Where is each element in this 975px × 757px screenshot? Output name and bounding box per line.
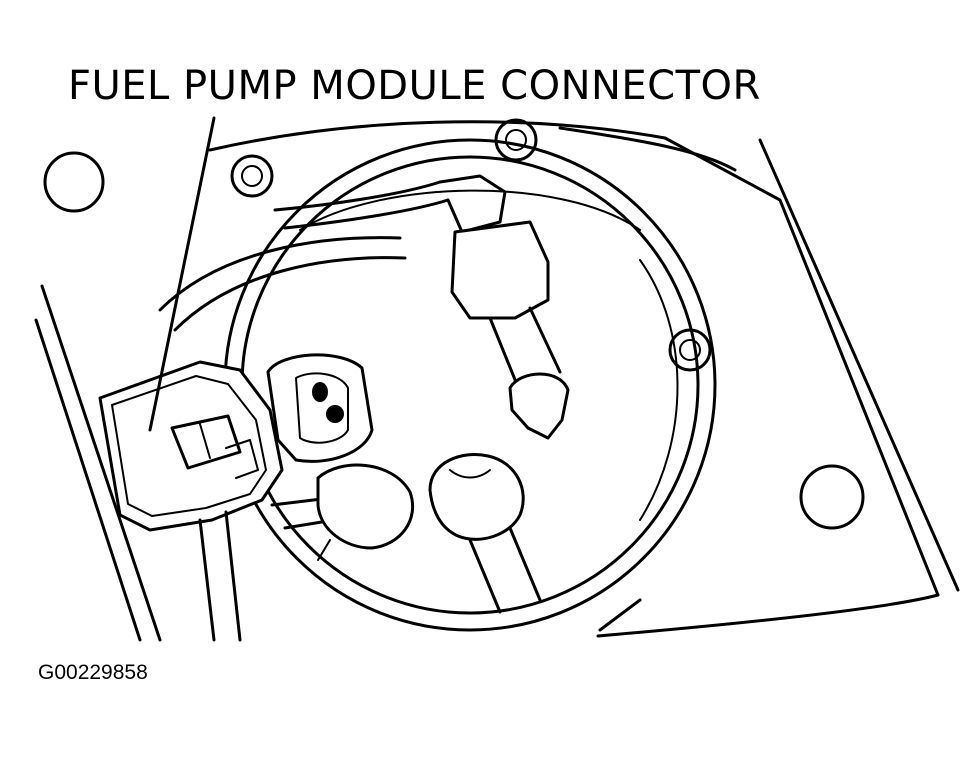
wiring-harness xyxy=(158,236,407,332)
lower-tube-right xyxy=(428,453,542,614)
lower-tube-left xyxy=(270,463,415,561)
flange-bolt-top xyxy=(494,118,538,162)
fuel-hose xyxy=(273,174,570,440)
mounting-hole-right xyxy=(799,464,865,530)
module-socket xyxy=(266,353,374,463)
body-panel xyxy=(34,120,960,642)
callout-label: FUEL PUMP MODULE CONNECTOR xyxy=(68,63,761,109)
callout-leader-line xyxy=(148,116,216,432)
flange-bolt-top-left xyxy=(230,154,274,198)
flange-bolt-right xyxy=(668,328,712,372)
fuel-pump-module-connector xyxy=(98,360,284,642)
mounting-hole-left xyxy=(43,151,105,213)
figure-id: G00229858 xyxy=(38,661,148,684)
